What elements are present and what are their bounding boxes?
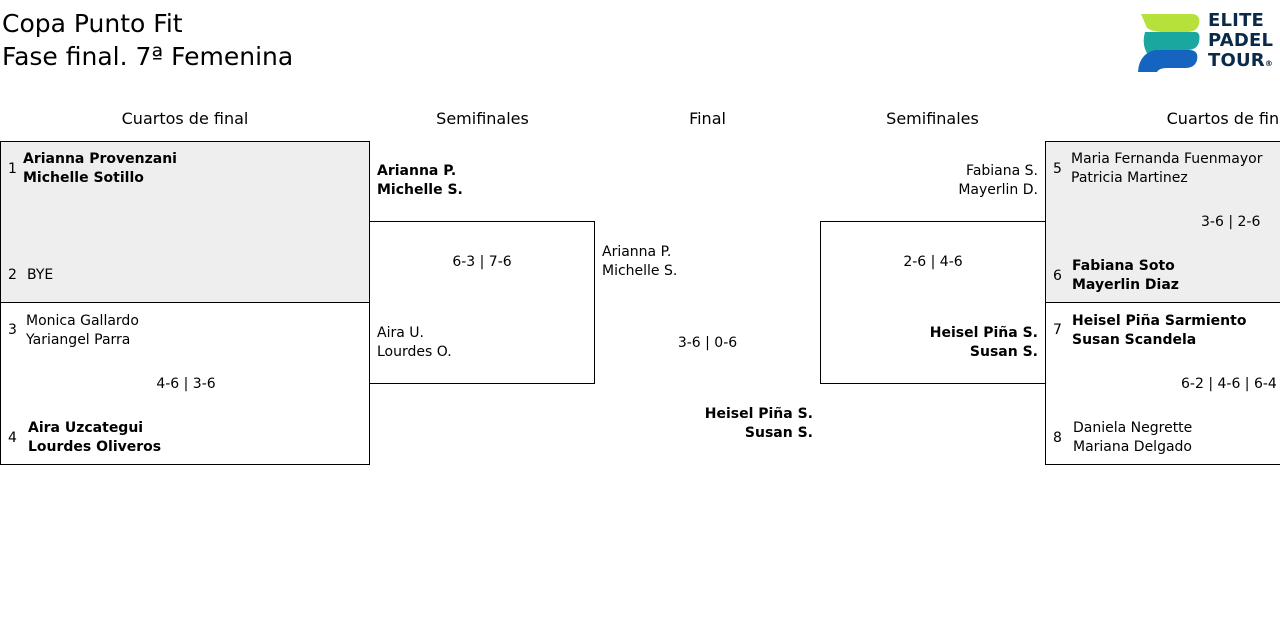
header-quarterfinals-right: Cuartos de final — [1166, 109, 1280, 128]
logo-text-2: PADEL — [1208, 30, 1274, 51]
team-name: Heisel Piña S.Susan S. — [929, 325, 1038, 360]
seed-number: 2 — [8, 267, 17, 283]
seed-number: 3 — [8, 322, 17, 338]
match-sf-right: 2-6 | 4-6 Heisel Piña S.Susan S. — [820, 221, 1046, 384]
match-score: 6-3 | 7-6 — [452, 254, 512, 270]
match-score: 2-6 | 4-6 — [903, 254, 963, 270]
elite-padel-tour-logo: ELITE PADEL TOUR® — [1137, 10, 1277, 76]
team-name: Fabiana S.Mayerlin D. — [958, 163, 1038, 198]
match-score: 6-2 | 4-6 | 6-4 — [1181, 376, 1277, 392]
match-score: 4-6 | 3-6 — [156, 376, 216, 392]
phase-title: Fase final. 7ª Femenina — [2, 42, 294, 71]
team-name: Arianna P.Michelle S. — [602, 244, 678, 279]
tournament-title: Copa Punto Fit — [2, 9, 183, 38]
seed-number: 7 — [1053, 322, 1062, 338]
team-name: BYE — [27, 267, 54, 283]
seed-number: 6 — [1053, 268, 1062, 284]
match-score: 3-6 | 2-6 — [1201, 214, 1261, 230]
team-name: Arianna P.Michelle S. — [377, 163, 463, 198]
logo-text-1: ELITE — [1208, 10, 1265, 31]
final-score: 3-6 | 0-6 — [677, 335, 738, 351]
match-sf-left: 6-3 | 7-6 Aira U.Lourdes O. — [369, 221, 595, 384]
logo-registered-mark: ® — [1264, 59, 1274, 68]
header-semifinals-right: Semifinales — [886, 109, 979, 128]
seed-number: 1 — [8, 161, 17, 177]
seed-number: 5 — [1053, 161, 1062, 177]
team-name: Heisel Piña S.Susan S. — [704, 406, 813, 441]
header-quarterfinals-left: Cuartos de final — [121, 109, 249, 128]
seed-number: 8 — [1053, 430, 1062, 446]
header-semifinals-left: Semifinales — [436, 109, 529, 128]
team-name: Aira U.Lourdes O. — [377, 325, 452, 360]
logo-mark-icon — [1138, 14, 1200, 72]
logo-text-3: TOUR — [1208, 50, 1265, 71]
header-final: Final — [689, 109, 726, 128]
seed-number: 4 — [8, 430, 17, 446]
